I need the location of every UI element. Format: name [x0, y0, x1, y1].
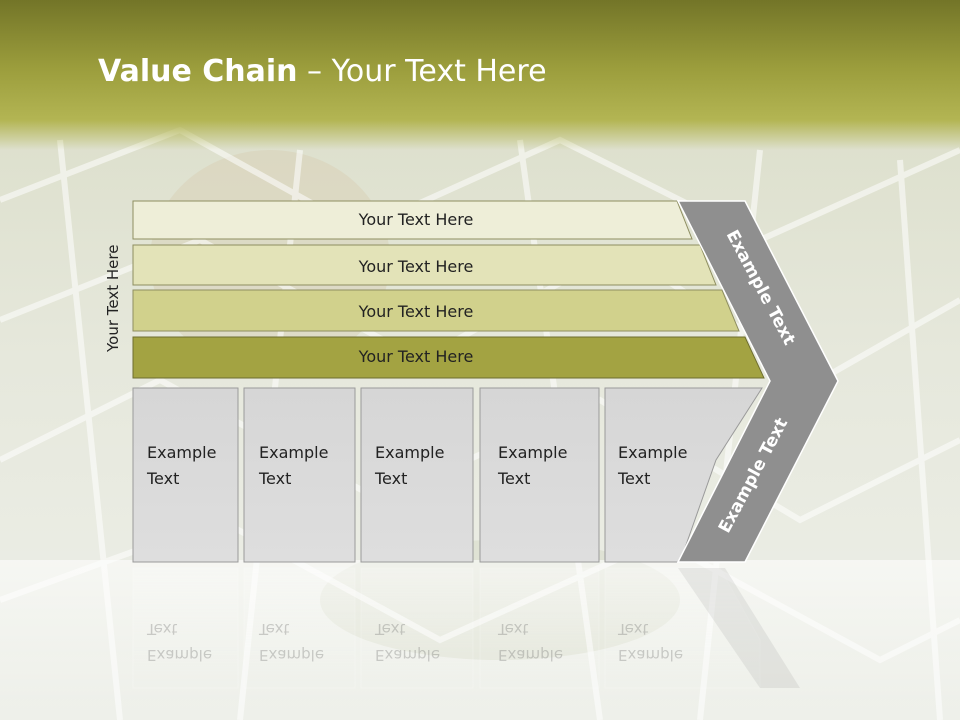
reflection-label: Example	[147, 646, 212, 664]
title-bold: Value Chain	[98, 54, 298, 89]
box-2-line1: Example	[259, 443, 328, 462]
reflection-label: Text	[497, 620, 528, 638]
reflection-label: Example	[618, 646, 683, 664]
reflection-label: Text	[617, 620, 648, 638]
title-band	[0, 0, 960, 150]
box-4-line2: Text	[497, 469, 530, 488]
title-rest: – Your Text Here	[297, 54, 547, 89]
reflection-label: Example	[259, 646, 324, 664]
box-1	[132, 387, 239, 563]
box-4	[479, 387, 600, 563]
reflection-label: Text	[258, 620, 289, 638]
box-5-line1: Example	[618, 443, 687, 462]
box-4-line1: Example	[498, 443, 567, 462]
box-3-line1: Example	[375, 443, 444, 462]
bar-4	[132, 336, 765, 379]
box-2-line2: Text	[258, 469, 291, 488]
box-5-line2: Text	[617, 469, 650, 488]
reflection-label: Example	[498, 646, 563, 664]
bar-4-label: Your Text Here	[358, 347, 474, 366]
box-5	[604, 387, 763, 563]
slide-title: Value Chain – Your Text Here	[98, 54, 547, 89]
box-2	[243, 387, 356, 563]
box-3	[360, 387, 474, 563]
reflection-label: Example	[375, 646, 440, 664]
bar-3	[132, 289, 740, 332]
chevron-arrow	[676, 200, 839, 563]
reflection-label: Text	[146, 620, 177, 638]
bar-1-label: Your Text Here	[358, 210, 474, 229]
bar-1	[132, 200, 693, 240]
bar-2	[132, 244, 717, 286]
bar-2-label: Your Text Here	[358, 257, 474, 276]
box-1-line1: Example	[147, 443, 216, 462]
bar-3-label: Your Text Here	[358, 302, 474, 321]
reflection-label: Text	[374, 620, 405, 638]
box-3-line2: Text	[374, 469, 407, 488]
box-1-line2: Text	[146, 469, 179, 488]
